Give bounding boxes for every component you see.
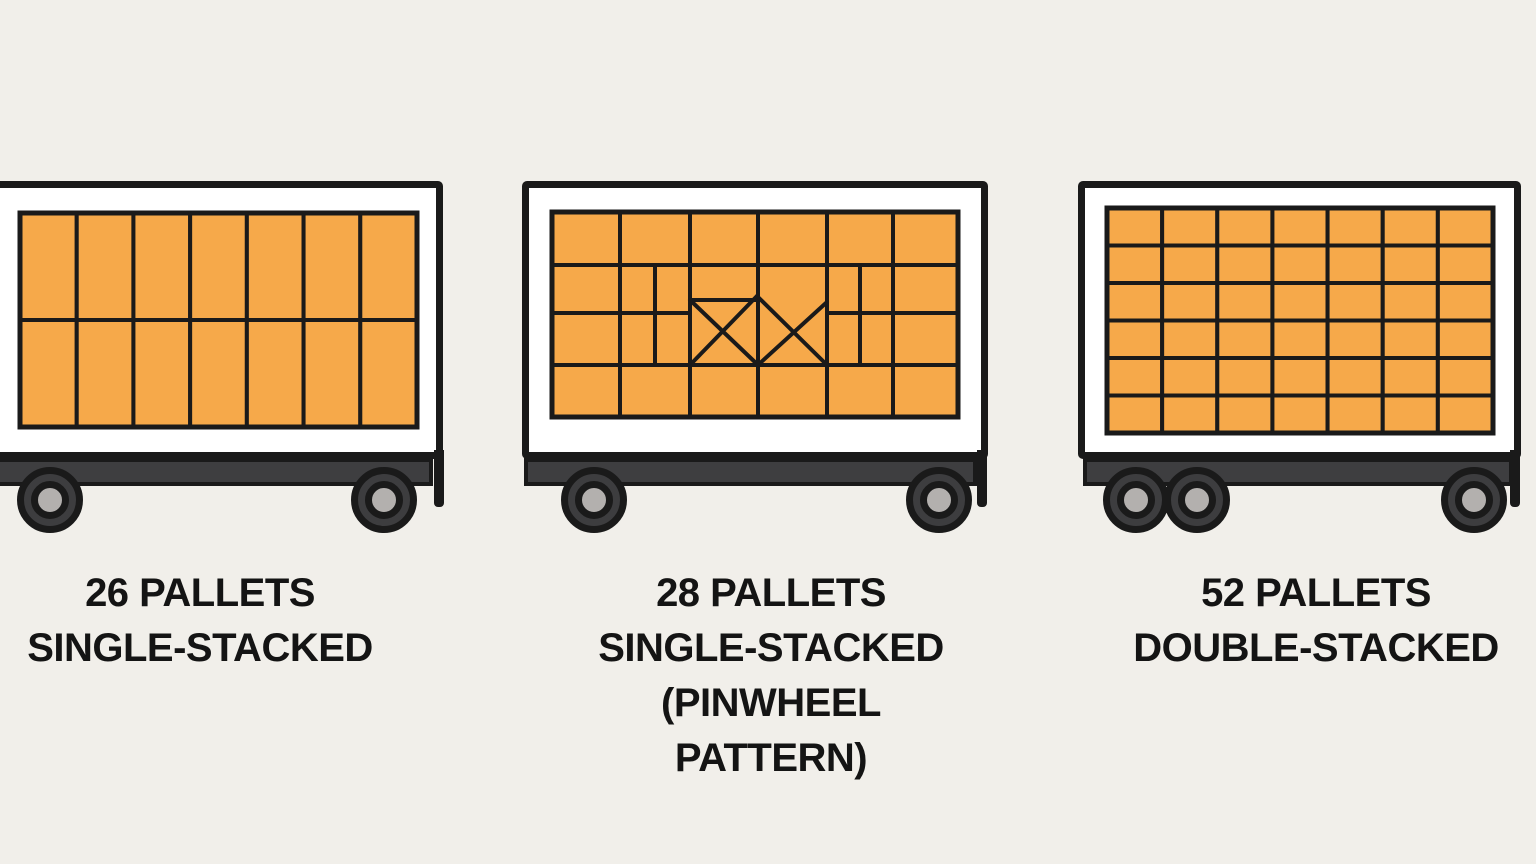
- pallet-grid-pinwheel: [549, 209, 961, 420]
- caption-line: PATTERN): [674, 736, 868, 780]
- wheel: [1164, 467, 1230, 533]
- trailer-caption: 28 PALLETS SINGLE-STACKED (PINWHEEL PATT…: [551, 566, 991, 786]
- wheel-hub: [365, 481, 403, 519]
- wheel: [1103, 467, 1169, 533]
- trailer-rear-post: [977, 450, 987, 507]
- wheel: [351, 467, 417, 533]
- caption-line: 26 PALLETS: [85, 571, 315, 615]
- pallet-grid: [1104, 205, 1496, 436]
- wheel: [906, 467, 972, 533]
- caption-line: 52 PALLETS: [1201, 571, 1431, 615]
- trailer-body: [0, 181, 443, 459]
- wheel-hub: [575, 481, 613, 519]
- wheel: [1441, 467, 1507, 533]
- trailer-body: [522, 181, 988, 459]
- wheel-hub: [1455, 481, 1493, 519]
- wheel: [561, 467, 627, 533]
- wheel-hub: [1178, 481, 1216, 519]
- wheel: [17, 467, 83, 533]
- wheel-hub: [1117, 481, 1155, 519]
- wheel-hub: [920, 481, 958, 519]
- wheel-hub: [31, 481, 69, 519]
- trailer-rear-post: [1510, 450, 1520, 507]
- pallet-grid: [17, 210, 420, 430]
- caption-line: DOUBLE-STACKED: [1133, 626, 1499, 670]
- caption-line: (PINWHEEL: [661, 681, 881, 725]
- trailer-caption: 52 PALLETS DOUBLE-STACKED: [1096, 566, 1536, 676]
- caption-line: SINGLE-STACKED: [598, 626, 944, 670]
- trailer-caption: 26 PALLETS SINGLE-STACKED: [0, 566, 420, 676]
- caption-line: SINGLE-STACKED: [27, 626, 373, 670]
- caption-line: 28 PALLETS: [656, 571, 886, 615]
- trailer-body: [1078, 181, 1521, 459]
- trailer-rear-post: [434, 450, 444, 507]
